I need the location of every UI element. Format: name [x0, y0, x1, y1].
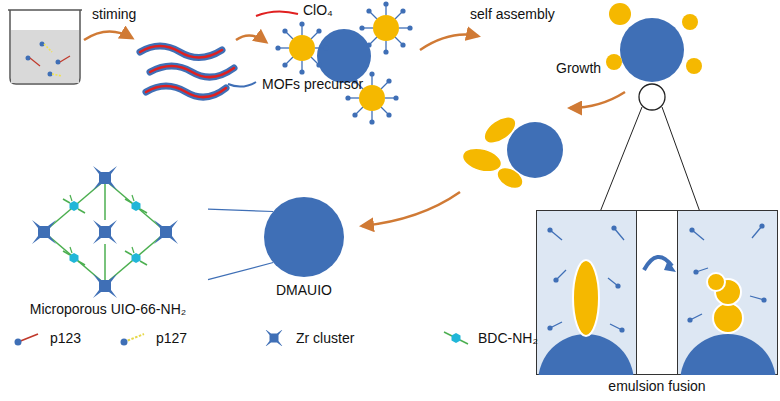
node-label: Microporous UIO-66-NH₂ [30, 301, 186, 318]
legend-entry: p123 [12, 330, 81, 347]
node-label: DMAUIO [276, 282, 332, 299]
legend-symbol [258, 330, 290, 346]
particle-shape [262, 195, 346, 279]
framework-structure: Microporous UIO-66-NH₂ [8, 158, 208, 318]
particle-circle: DMAUIO [262, 195, 346, 299]
legend-label: p123 [50, 330, 81, 347]
legend-label: BDC-NH₂ [478, 330, 538, 347]
annotation-label: stiming [92, 6, 136, 23]
legend-label: p127 [156, 330, 187, 347]
zoom-line [208, 263, 273, 280]
emulsion-panel: emulsion fusion [536, 210, 778, 395]
annotation-label: self assembly [470, 6, 555, 23]
annotation-label: ClO₄ [303, 2, 333, 19]
legend-symbol [118, 330, 150, 346]
annotation-label: Growth [556, 60, 601, 77]
emulsion-illustration [536, 210, 778, 375]
zoom-line [208, 209, 273, 211]
legend-entry: Zr cluster [258, 330, 354, 347]
annotation-label: MOFs precursor [262, 76, 363, 93]
legend-entry: BDC-NH₂ [440, 330, 538, 347]
legend-symbol [440, 330, 472, 346]
legend-symbol [12, 330, 44, 346]
node-label: emulsion fusion [608, 378, 705, 395]
legend-label: Zr cluster [296, 330, 354, 347]
legend-entry: p127 [118, 330, 187, 347]
